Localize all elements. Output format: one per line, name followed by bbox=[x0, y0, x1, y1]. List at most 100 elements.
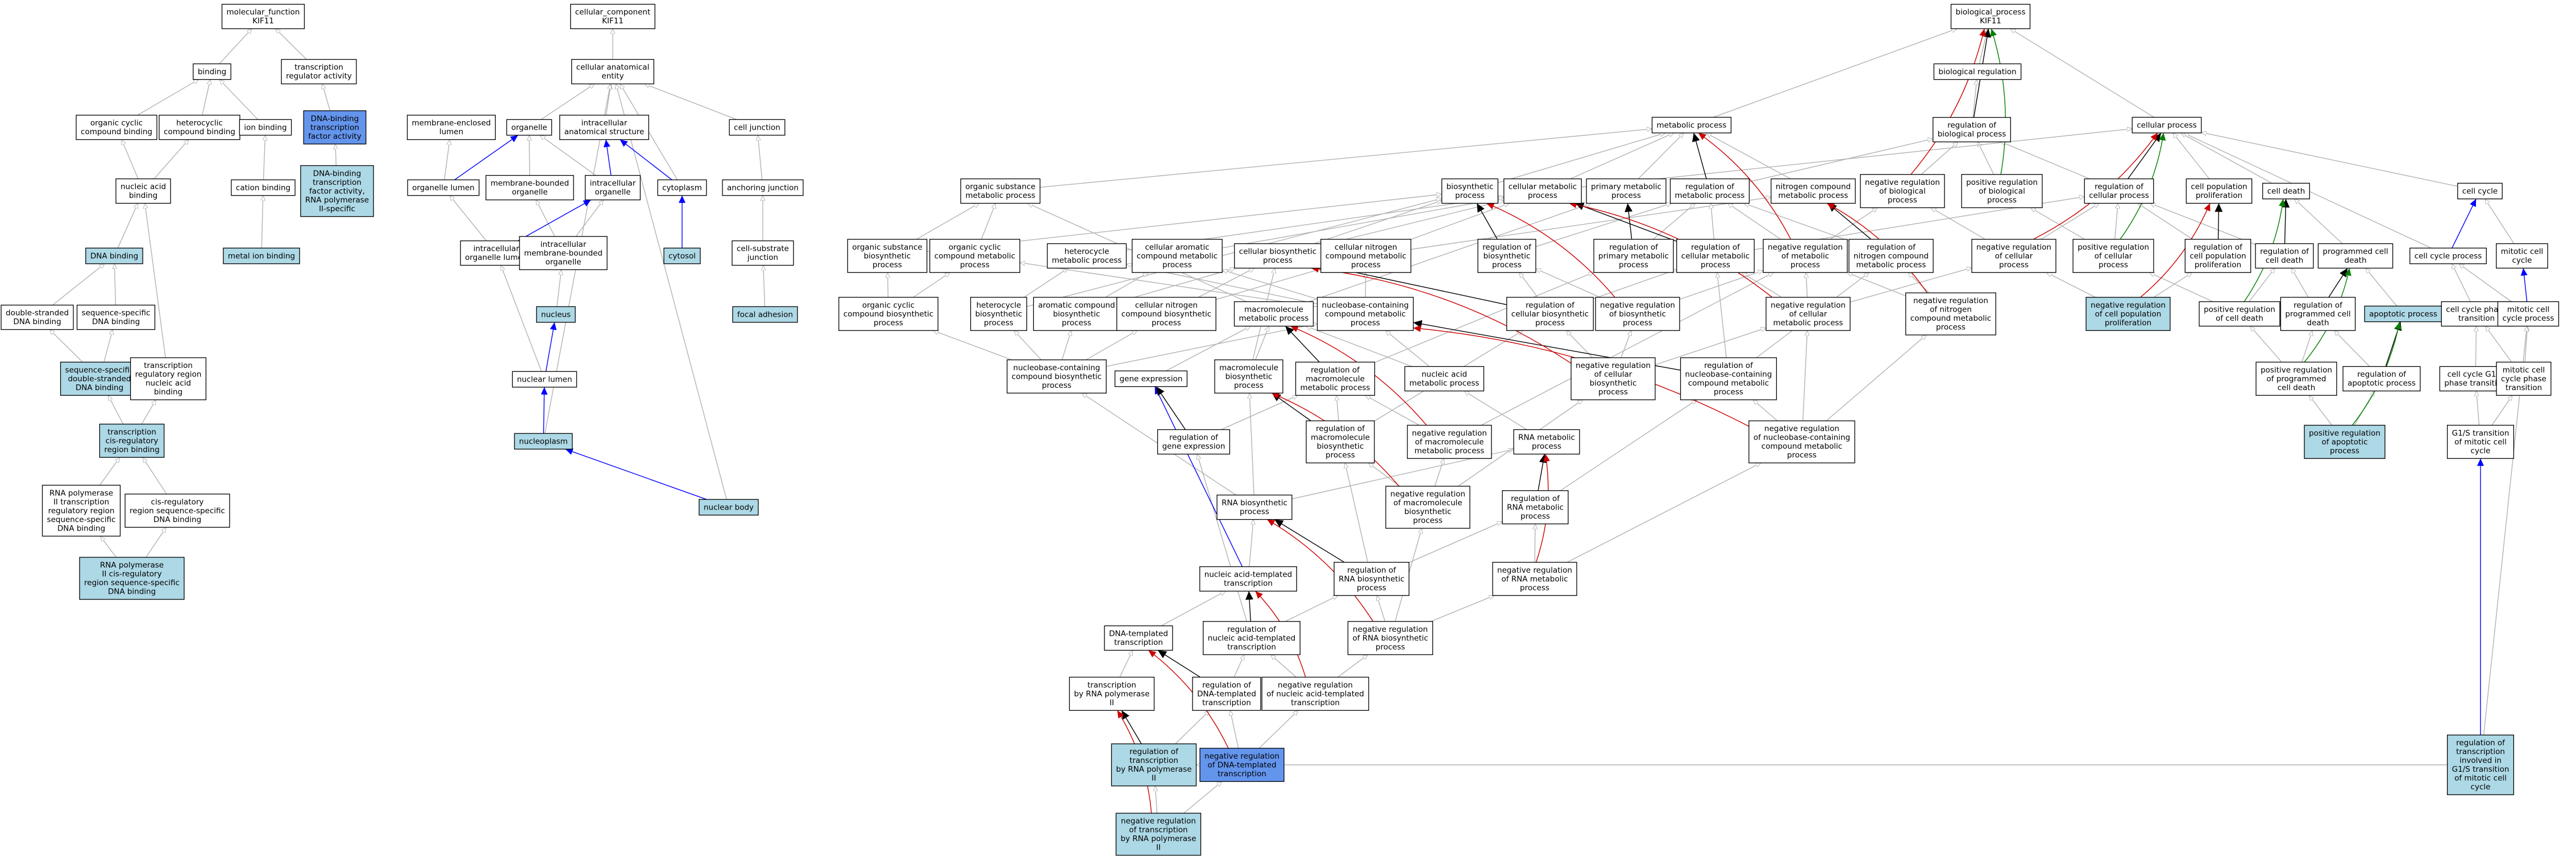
node-label: regulation of bbox=[1311, 366, 1360, 375]
node-box bbox=[79, 557, 185, 600]
edge-is-a bbox=[2010, 29, 2155, 118]
edge-is-a bbox=[575, 200, 604, 237]
node-label: regulation of bbox=[2095, 183, 2144, 192]
go-node-organelle: organelle bbox=[506, 119, 552, 136]
node-box bbox=[838, 297, 938, 331]
node-box bbox=[1, 304, 74, 330]
edge-is-a bbox=[1040, 129, 1652, 188]
node-label: regulation of bbox=[1609, 243, 1659, 252]
edge-is-a bbox=[137, 80, 199, 116]
node-label: of biological bbox=[1979, 187, 2025, 196]
node-label: organelle bbox=[511, 123, 547, 132]
edge-is-a bbox=[1830, 208, 1877, 240]
node-box bbox=[2446, 425, 2515, 459]
node-box bbox=[2446, 734, 2515, 796]
node-box bbox=[1333, 562, 1410, 596]
edge-regulates bbox=[2328, 268, 2348, 298]
node-box bbox=[506, 119, 552, 136]
node-box bbox=[732, 306, 798, 323]
node-box bbox=[281, 59, 357, 85]
node-label: metabolic process bbox=[1052, 256, 1122, 265]
edge-is-a bbox=[2366, 268, 2398, 307]
node-label: biosynthetic bbox=[1053, 309, 1100, 318]
node-label: regulation of bbox=[1316, 424, 1365, 433]
node-label: transition bbox=[2506, 383, 2542, 392]
edge-negatively-regulates bbox=[1698, 133, 1792, 240]
node-box bbox=[1404, 366, 1485, 392]
node-box bbox=[2072, 239, 2154, 273]
edge-is-a bbox=[1753, 400, 1778, 421]
edge-negatively-regulates bbox=[1311, 266, 1572, 364]
node-label: of programmed bbox=[2267, 374, 2326, 383]
node-label: cellular biosynthetic bbox=[1511, 309, 1589, 318]
edge-is-a bbox=[1020, 263, 1318, 308]
edge-part-of bbox=[2520, 268, 2528, 302]
node-label: process bbox=[1455, 191, 1485, 200]
node-label: cis-regulatory bbox=[106, 436, 159, 445]
node-label: organelle bbox=[512, 188, 547, 197]
edge-is-a bbox=[2295, 199, 2343, 245]
node-label: intracellular bbox=[581, 119, 628, 128]
node-label: regulation of bbox=[1169, 433, 1219, 442]
node-label: metabolic process bbox=[1415, 446, 1485, 456]
node-label: cellular nitrogen bbox=[1135, 301, 1198, 310]
edge-is-a bbox=[1085, 330, 1137, 361]
node-label: heterocyclic bbox=[176, 119, 223, 128]
node-label: process bbox=[1701, 260, 1730, 270]
node-label: cycle bbox=[2471, 446, 2491, 456]
node-box bbox=[1860, 174, 1945, 208]
node-label: process bbox=[1790, 260, 1820, 270]
go-node-nucleoplasm: nucleoplasm bbox=[514, 433, 573, 450]
node-label: metal ion binding bbox=[228, 251, 295, 260]
node-box bbox=[970, 297, 1028, 331]
edge-is-a bbox=[1024, 268, 1068, 298]
node-label: macromolecule bbox=[1244, 305, 1303, 314]
node-box bbox=[514, 433, 573, 450]
node-label: process bbox=[1492, 260, 1522, 270]
node-label: negative regulation bbox=[1497, 566, 1572, 575]
node-label: regulation of bbox=[2456, 739, 2506, 748]
edge-is-a bbox=[1230, 710, 1239, 748]
edge-is-a bbox=[1977, 142, 1995, 175]
node-box bbox=[1950, 3, 2031, 30]
node-label: process bbox=[1062, 318, 1091, 328]
node-label: G1/S transition bbox=[2452, 765, 2509, 774]
edge-part-of bbox=[620, 139, 672, 180]
edge-is-a bbox=[2114, 204, 2118, 239]
edge-regulates bbox=[1274, 519, 1345, 563]
node-label: double-stranded bbox=[68, 374, 131, 383]
node-label: RNA biosynthetic bbox=[1221, 499, 1287, 508]
node-label: apoptotic process bbox=[2369, 309, 2437, 318]
node-box bbox=[2262, 183, 2310, 200]
edge-is-a bbox=[1652, 204, 1695, 240]
node-label: regulatory region bbox=[135, 370, 202, 379]
node-label: metabolic process bbox=[1675, 191, 1745, 200]
node-box bbox=[1306, 420, 1375, 463]
node-label: positive regulation bbox=[2204, 305, 2275, 314]
node-box bbox=[1216, 494, 1293, 520]
node-box bbox=[1669, 178, 1750, 204]
edge-is-a bbox=[2301, 330, 2313, 363]
node-label: transition bbox=[2458, 314, 2495, 323]
node-box bbox=[1586, 178, 1667, 204]
node-box bbox=[2255, 362, 2337, 396]
node-label: compound binding bbox=[81, 127, 152, 136]
node-label: KIF11 bbox=[602, 16, 624, 26]
